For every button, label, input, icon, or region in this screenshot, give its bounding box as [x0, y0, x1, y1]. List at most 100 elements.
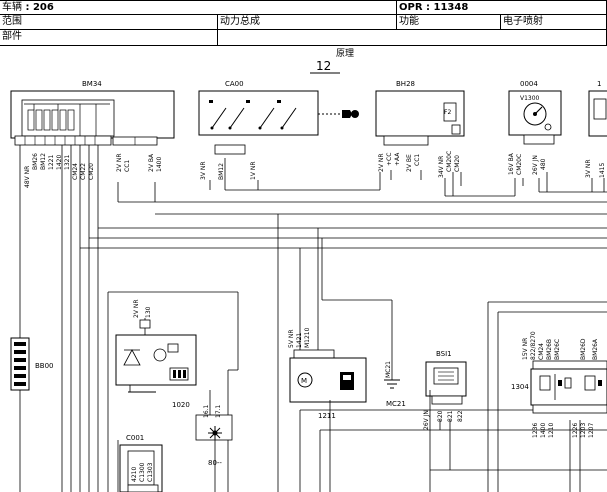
c1304-pin-4: BM26C [554, 339, 561, 360]
c0001-pin-2: C1303 [147, 462, 154, 482]
bh28-pin-4: CC1 [414, 154, 421, 166]
bm34-pin-9: 2V NR [116, 154, 123, 173]
bm34-pin-12: 1400 [156, 157, 163, 172]
component-bb00: BB00 [10, 337, 54, 391]
right-edge-pin-1: 1415 [599, 163, 606, 178]
c1304-pin-6: BM26A [592, 338, 599, 360]
mc21-id: MC21 [386, 400, 406, 408]
scope-value: 动力总成 [220, 16, 260, 27]
c0004-id: 0004 [520, 80, 538, 88]
component-c001: C001 4210 C1300 C1303 [119, 434, 163, 492]
c80-pin-0: 16.1 [203, 404, 210, 418]
wiring-lines [19, 145, 607, 492]
c1304-pin-9: 1210 [548, 423, 555, 438]
c1304-pin-11: 1203 [580, 423, 587, 438]
c1304-pin-3: BM26B [546, 339, 553, 360]
c0004-pin-2: 26V JN [532, 155, 539, 175]
c1304-pin-12: 1207 [588, 423, 595, 438]
component-80: 16.1 17.1 80-- [195, 404, 233, 467]
c1020-id: 1020 [172, 401, 190, 409]
bm34-pin-1: BM26 [32, 153, 39, 170]
component-right-edge: 1 3V NR 1415 [585, 80, 607, 178]
c1304-pin-7: 1236 [532, 423, 539, 438]
c1304-pin-8: 1400 [540, 423, 547, 438]
bm34-pin-2: BM12 [40, 153, 47, 170]
component-1304: 15V NR 822/8270 CM24 BM26B BM26C BM26D B… [511, 331, 607, 438]
c1211-pin-0: 5V NR [288, 330, 295, 349]
c0004-pin-3: 480 [540, 158, 547, 170]
function-value: 电子喷射 [503, 16, 543, 27]
bh28-pin-3: 2V BE [406, 154, 413, 172]
title-block: 车辆 : 206 OPR : 11348 范围 动力总成 功能 电子喷射 部件 [0, 0, 607, 48]
bb00-id: BB00 [35, 362, 54, 370]
sheet-number: 12 [316, 59, 332, 73]
bm34-pin-6: CM24 [72, 163, 79, 180]
bsi1-pin-2: 821 [447, 410, 454, 422]
bh28-id: BH28 [396, 80, 415, 88]
bm34-pin-8: CM20 [88, 163, 95, 180]
part-label: 部件 [2, 31, 22, 42]
c1211-id: 1211 [318, 412, 336, 420]
bh28-pin-1: +CC [386, 153, 393, 166]
function-label: 功能 [399, 16, 419, 27]
bm34-pin-11: 2V BA [148, 153, 155, 172]
right-edge-pin-0: 3V NR [585, 160, 592, 179]
c0001-id: C001 [126, 434, 144, 442]
component-mc21: MC21 MC21 [384, 361, 406, 408]
ca00-pin-2: 1V NR [250, 162, 257, 181]
mc21-pin: MC21 [385, 361, 392, 378]
scope-label-cell: 范围 [0, 15, 218, 30]
c1211-pin-1: 1421 [296, 333, 303, 348]
vehicle-cell: 车辆 : 206 [0, 0, 397, 15]
sheet-title: 原理 [336, 49, 355, 59]
c1304-id: 1304 [511, 383, 529, 391]
c80-pin-1: 17.1 [215, 404, 222, 418]
gauge-icon [523, 102, 547, 126]
c1020-pin-1: 130 [145, 306, 152, 318]
component-0004: 0004 V1300 16V BA CM20C 26V JN 480 [508, 80, 562, 175]
bh28-pin-6: CM20C [446, 151, 453, 172]
opr-value: 11348 [433, 2, 469, 13]
bh28-pin-7: CM20 [454, 155, 461, 172]
component-bm34: BM34 48V NR BM26 BM12 1221 1420 1321 [10, 80, 175, 188]
c1304-pin-10: 1226 [572, 423, 579, 438]
function-label-cell: 功能 [397, 15, 501, 30]
bm34-pin-3: 1221 [48, 155, 55, 170]
vehicle-label: 车辆 [2, 2, 22, 13]
ca00-pin-1: BM12 [218, 163, 225, 180]
bh28-pin-5: 34V NR [438, 156, 445, 178]
bsi1-id: BSI1 [436, 350, 452, 358]
component-1211: 5V NR 1421 M1210 M 1211 [288, 327, 367, 420]
c80-id: 80-- [208, 459, 222, 467]
bm34-pin-7: CM22 [80, 163, 87, 180]
bm34-pin-10: CC1 [124, 160, 131, 172]
component-bsi1: BSI1 26V JN 820 821 822 [423, 350, 467, 430]
component-1020: 2V NR 130 1020 [115, 300, 197, 409]
c0004-pin-1: CM20C [516, 154, 523, 175]
part-label-cell: 部件 [0, 30, 218, 46]
bh28-fuse: F2 [444, 109, 451, 116]
bh28-pin-0: 2V NR [378, 154, 385, 173]
fuel-pump-icon [340, 372, 354, 390]
sun-icon [212, 430, 218, 436]
bsi1-pin-1: 820 [437, 410, 444, 422]
component-bh28: BH28 F2 2V NR +CC +AA 2V BE CC1 34V NR C… [375, 80, 465, 178]
c0001-pin-1: C1300 [139, 462, 146, 482]
bm34-pin-4: 1420 [56, 155, 63, 170]
c1304-pin-2: CM24 [538, 343, 545, 360]
scope-label: 范围 [2, 16, 22, 27]
c1304-pin-0: 15V NR [522, 338, 529, 360]
c0001-pin-0: 4210 [131, 467, 138, 482]
pump-motor-icon [297, 372, 313, 388]
c0004-sub: V1300 [520, 95, 540, 102]
c0004-pin-0: 16V BA [508, 152, 515, 175]
c1304-pin-5: BM26D [580, 338, 587, 360]
bsi1-pin-0: 26V JN [423, 410, 430, 430]
bm34-pin-0: 48V NR [24, 166, 31, 188]
bsi1-pin-3: 822 [457, 410, 464, 422]
svg-text:1: 1 [597, 80, 601, 88]
ignition-key-icon [342, 110, 352, 118]
bm34-id: BM34 [82, 80, 102, 88]
ca00-pin-0: 3V NR [200, 162, 207, 181]
